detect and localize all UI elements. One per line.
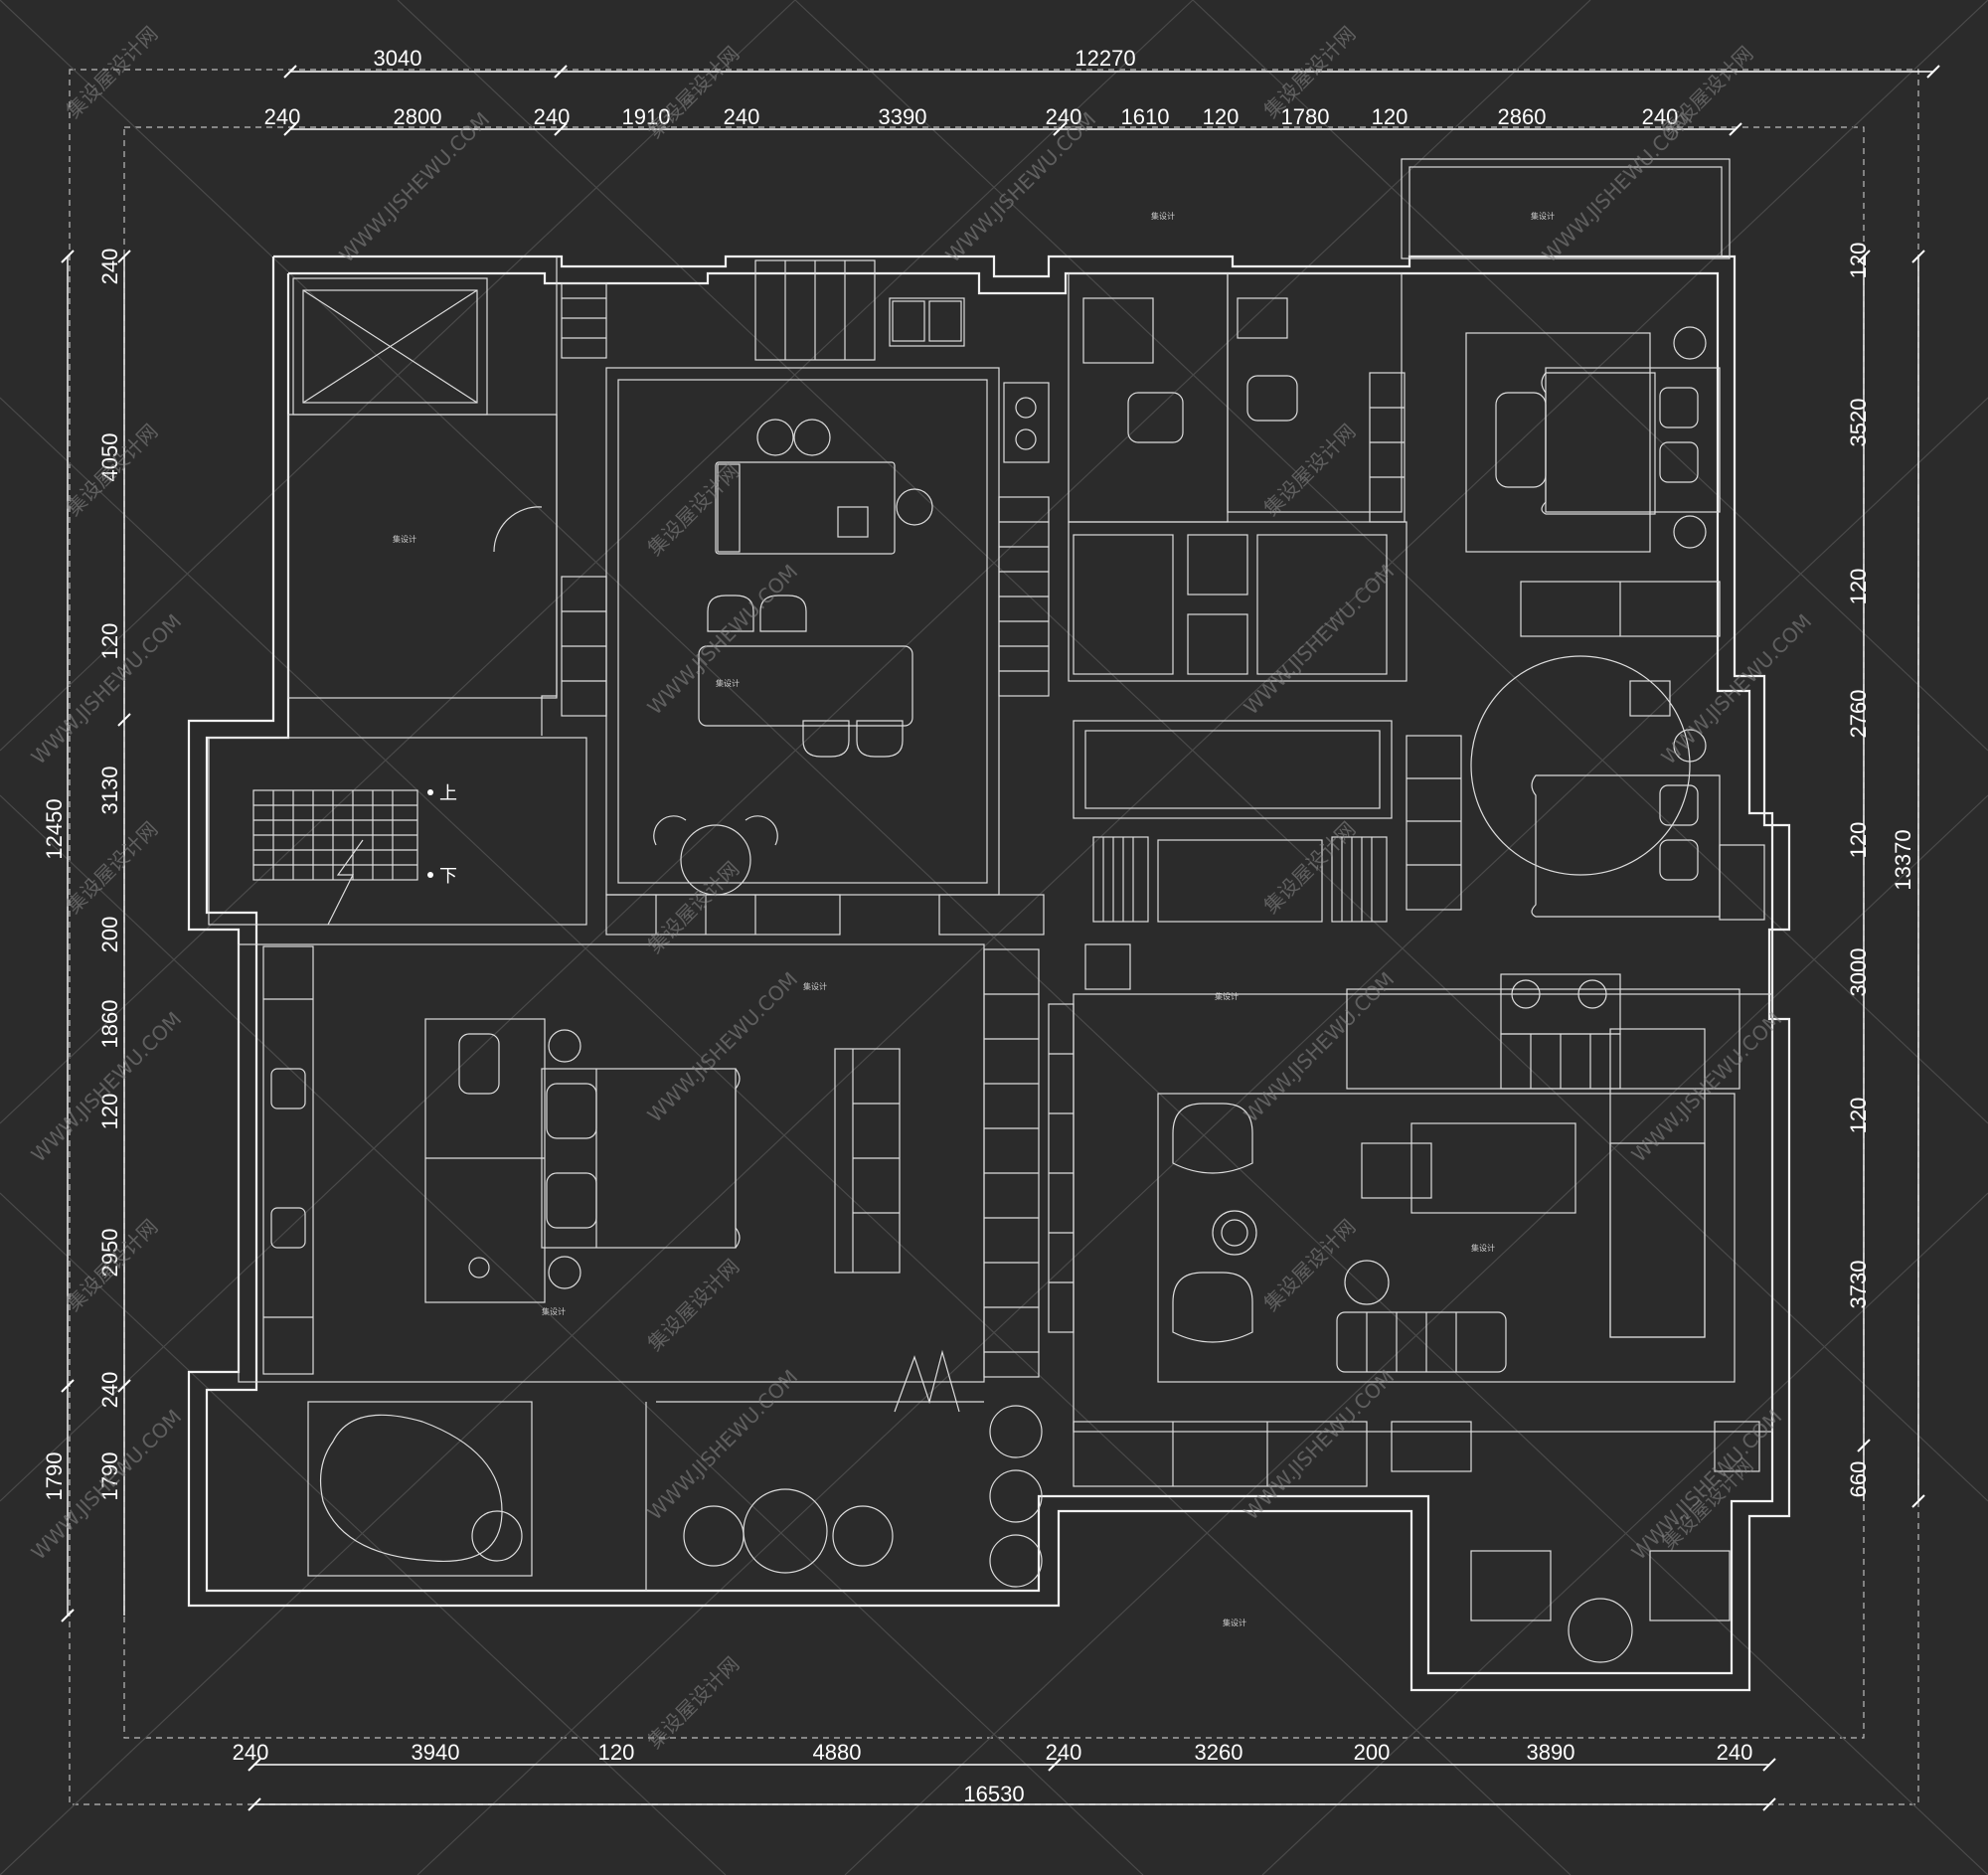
watermark-en-14: WWW.JISHEWU.COM (1240, 1365, 1400, 1525)
dim-bottom-inner-2: 120 (598, 1740, 635, 1765)
watermark-cn-7: 集设屋设计网 (1259, 420, 1361, 521)
watermark-texts: 集设屋设计网 集设屋设计网 集设屋设计网 集设屋设计网 集设屋设计网 集设屋设计… (27, 22, 1817, 1754)
dim-bottom-outer-0: 16530 (963, 1782, 1024, 1806)
watermark-cn-10: 集设屋设计网 (1259, 817, 1361, 919)
logo-marks: 集设计 集设计 集设计 集设计 集设计 集设计 集设计 集设计 集设计 (393, 211, 1555, 1627)
dim-right-inner-6: 120 (1846, 1098, 1871, 1134)
dim-right-inner-1: 3520 (1846, 399, 1871, 447)
watermark-en-15: WWW.JISHEWU.COM (1627, 1405, 1787, 1565)
dim-right-inner-4: 120 (1846, 822, 1871, 859)
watermark-cn-12: 集设屋设计网 (643, 1255, 745, 1356)
dim-left-inner-8: 240 (97, 1372, 122, 1409)
dimension-lines (61, 65, 1940, 1811)
dim-right-inner-3: 2760 (1846, 690, 1871, 739)
dim-top-inner-9: 1780 (1281, 104, 1330, 129)
watermark-en-11: WWW.JISHEWU.COM (1627, 1007, 1787, 1167)
logo-mark-1: 集设计 (1151, 211, 1175, 221)
dim-bottom-inner-0: 240 (233, 1740, 269, 1765)
logo-mark-4: 集设计 (716, 678, 740, 688)
dim-right-outer-0: 13370 (1891, 829, 1915, 890)
watermark-en-9: WWW.JISHEWU.COM (643, 967, 803, 1127)
watermark-en-2: WWW.JISHEWU.COM (941, 107, 1101, 267)
dim-bottom-inner-8: 240 (1717, 1740, 1753, 1765)
dim-top-inner-12: 240 (1642, 104, 1679, 129)
dim-top-inner-6: 240 (1046, 104, 1082, 129)
dim-top-outer-1: 12270 (1075, 46, 1135, 71)
dim-left-outer-1: 1790 (42, 1452, 67, 1501)
dim-bottom-inner-5: 3260 (1195, 1740, 1243, 1765)
logo-mark-6: 集设计 (1215, 991, 1239, 1001)
dim-left-inner-5: 1860 (97, 1000, 122, 1049)
logo-mark-8: 集设计 (542, 1306, 566, 1316)
logo-mark-3: 集设计 (393, 534, 416, 544)
watermark-en-10: WWW.JISHEWU.COM (1240, 967, 1400, 1127)
watermark-cn-6: 集设屋设计网 (643, 459, 745, 561)
dim-bottom-inner-6: 200 (1354, 1740, 1391, 1765)
dim-top-inner-4: 240 (724, 104, 760, 129)
dim-left-inner-0: 240 (97, 249, 122, 285)
logo-mark-2: 集设计 (1531, 211, 1555, 221)
dim-bottom-inner-3: 4880 (813, 1740, 862, 1765)
dim-bottom-inner-7: 3890 (1527, 1740, 1575, 1765)
watermark-cn-9: 集设屋设计网 (643, 857, 745, 958)
watermark-en-1: WWW.JISHEWU.COM (335, 107, 495, 267)
dim-right-inner-0: 120 (1846, 243, 1871, 279)
logo-mark-7: 集设计 (1471, 1243, 1495, 1253)
dim-top-inner-1: 2800 (394, 104, 442, 129)
dim-right-inner-7: 3730 (1846, 1261, 1871, 1309)
watermark-cn-13: 集设屋设计网 (1259, 1215, 1361, 1316)
dim-top-inner-10: 120 (1372, 104, 1408, 129)
dim-top-inner-7: 1610 (1121, 104, 1170, 129)
dim-bottom-inner-1: 3940 (412, 1740, 460, 1765)
watermark-en-6: WWW.JISHEWU.COM (1240, 560, 1400, 720)
watermark-en-5: WWW.JISHEWU.COM (643, 560, 803, 720)
dim-left-inner-1: 4050 (97, 433, 122, 482)
dimension-labels: 3040 12270 240 2800 240 1910 240 3390 24… (42, 46, 1915, 1806)
dim-top-inner-5: 3390 (879, 104, 927, 129)
stair-down-label: 下 (439, 866, 457, 886)
dim-left-inner-4: 200 (97, 917, 122, 953)
dim-right-inner-5: 3000 (1846, 948, 1871, 997)
dim-left-inner-7: 2950 (97, 1229, 122, 1278)
dim-right-inner-2: 120 (1846, 569, 1871, 605)
watermark-en-13: WWW.JISHEWU.COM (643, 1365, 803, 1525)
dim-top-inner-0: 240 (264, 104, 301, 129)
dim-top-outer-0: 3040 (374, 46, 422, 71)
dim-top-inner-11: 2860 (1498, 104, 1547, 129)
dim-left-outer-0: 12450 (42, 798, 67, 859)
dim-top-inner-2: 240 (534, 104, 571, 129)
logo-mark-9: 集设计 (1223, 1618, 1246, 1627)
dim-bottom-inner-4: 240 (1046, 1740, 1082, 1765)
watermark-en-7: WWW.JISHEWU.COM (1657, 609, 1817, 769)
dim-right-inner-8: 660 (1846, 1461, 1871, 1498)
dim-left-inner-2: 120 (97, 623, 122, 660)
dim-top-inner-8: 120 (1203, 104, 1240, 129)
stair-up-label: 上 (439, 783, 457, 803)
dim-left-inner-9: 1790 (97, 1452, 122, 1501)
dim-left-inner-6: 120 (97, 1094, 122, 1130)
dim-left-inner-3: 3130 (97, 767, 122, 815)
exterior-walls (187, 255, 1791, 1692)
watermark-en-3: WWW.JISHEWU.COM (1538, 107, 1698, 267)
dim-top-inner-3: 1910 (622, 104, 671, 129)
stair-labels: 上 下 (427, 783, 457, 886)
interior-walls (208, 158, 1773, 1663)
logo-mark-5: 集设计 (803, 981, 827, 991)
